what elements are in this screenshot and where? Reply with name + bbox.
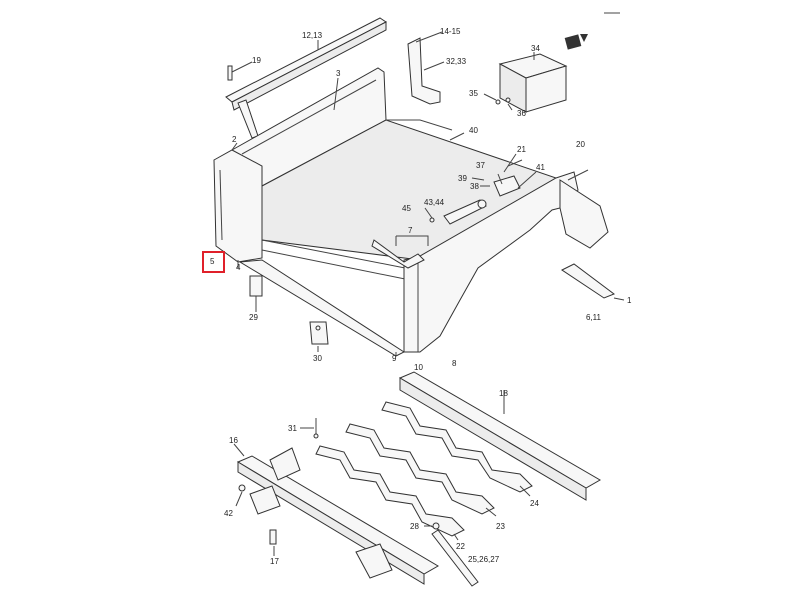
- rib-22: [315, 445, 465, 537]
- bracket-30: [309, 321, 329, 345]
- callout-35: 35: [469, 89, 478, 98]
- callout-14-15: 14-15: [440, 27, 461, 36]
- callout-34: 34: [531, 44, 540, 53]
- callout-6-11: 6,11: [586, 313, 602, 322]
- top-rail-part: [225, 17, 387, 139]
- clip-29: [249, 275, 263, 297]
- callout-19: 19: [252, 56, 261, 65]
- rib-23: [345, 423, 495, 515]
- bolt-19: [227, 61, 253, 81]
- long-member-16: [236, 447, 439, 585]
- callout-7: 7: [408, 226, 413, 235]
- callout-22: 22: [456, 542, 465, 551]
- callout-21: 21: [517, 145, 526, 154]
- callout-1: 1: [627, 296, 632, 305]
- callout-5: 5: [210, 257, 215, 266]
- callout-25-26-27: 25,26,27: [468, 555, 500, 564]
- callout-10: 10: [414, 363, 423, 372]
- leader-lines: [231, 77, 537, 556]
- pin-20: [567, 169, 589, 181]
- truck-bed-body: [213, 67, 609, 357]
- bracket-7: [371, 235, 429, 269]
- callout-20: 20: [576, 140, 585, 149]
- highlight-box: [202, 251, 225, 273]
- callout-45: 45: [402, 204, 411, 213]
- callout-36: 36: [517, 109, 526, 118]
- front-arrow-icon: [564, 34, 588, 50]
- callout-29: 29: [249, 313, 258, 322]
- callout-3: 3: [336, 69, 341, 78]
- callout-4: 4: [236, 263, 241, 272]
- callout-28: 28: [410, 522, 419, 531]
- bracket-14-15: [407, 31, 443, 105]
- callout-32-33: 32,33: [446, 57, 467, 66]
- bolt-42: [238, 484, 246, 492]
- callout-41: 41: [536, 163, 545, 172]
- callout-24: 24: [530, 499, 539, 508]
- bolt-17: [269, 529, 277, 545]
- shield-part-1: [561, 263, 625, 301]
- washer-45: [429, 217, 435, 223]
- crossmember-18: [398, 371, 602, 501]
- callout-40: 40: [469, 126, 478, 135]
- callout-37: 37: [476, 161, 485, 170]
- callout-39: 39: [458, 174, 467, 183]
- callout-30: 30: [313, 354, 322, 363]
- callout-9: 9: [392, 354, 397, 363]
- callout-38: 38: [470, 182, 479, 191]
- callout-31: 31: [288, 424, 297, 433]
- callout-2: 2: [232, 135, 237, 144]
- callout-12-13: 12,13: [302, 31, 323, 40]
- callout-23: 23: [496, 522, 505, 531]
- callout-42: 42: [224, 509, 233, 518]
- screw-36: [505, 97, 513, 111]
- nut-28: [432, 522, 440, 530]
- callout-17: 17: [270, 557, 279, 566]
- callout-8: 8: [452, 359, 457, 368]
- callout-43-44: 43,44: [424, 198, 445, 207]
- bolt-31: [313, 418, 319, 439]
- screw-35: [483, 93, 501, 105]
- strap-25-26-27: [431, 529, 479, 587]
- rib-24: [381, 401, 533, 493]
- callout-16: 16: [229, 436, 238, 445]
- toolbox-34: [498, 52, 568, 113]
- hinge-rod-43-44: [443, 199, 487, 225]
- callout-18: 18: [499, 389, 508, 398]
